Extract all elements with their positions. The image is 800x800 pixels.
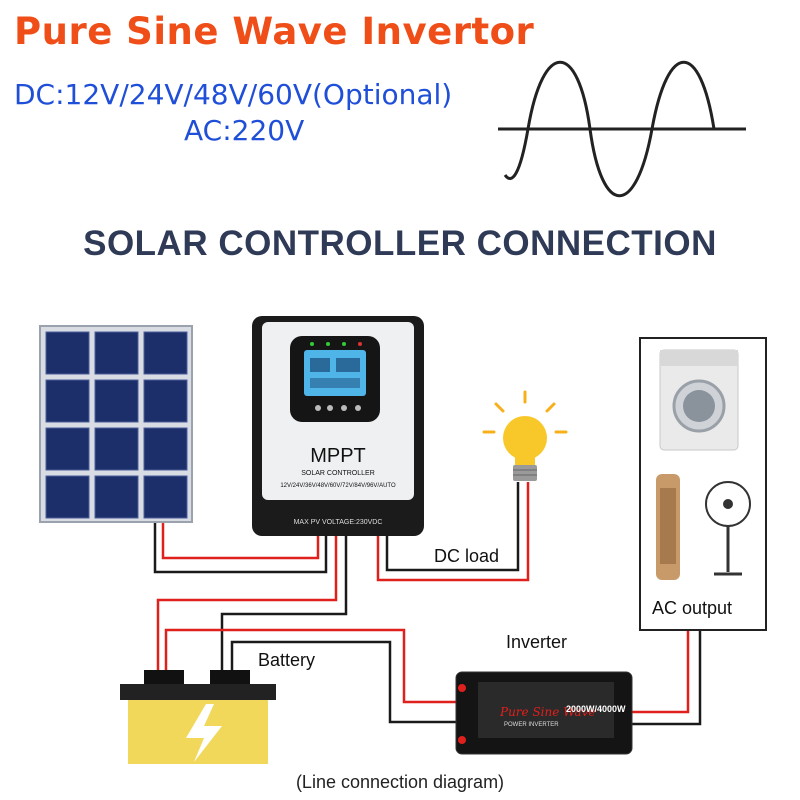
wiring	[153, 482, 702, 726]
controller-subtitle: SOLAR CONTROLLER	[301, 470, 375, 477]
controller-max-pv: MAX PV VOLTAGE:230VDC	[294, 519, 383, 526]
tower-fan-icon	[656, 474, 680, 580]
inverter-script-text: Pure Sine Wave	[499, 705, 595, 719]
dc-voltage-spec: DC:12V/24V/48V/60V(Optional)	[14, 78, 453, 111]
inverter-label: Inverter	[506, 632, 568, 652]
controller-voltages: 12V/24V/36V/48V/60V/72V/84V/96V/AUTO	[280, 483, 396, 489]
dc-load-label: DC load	[434, 546, 500, 566]
mppt-controller: MPPT SOLAR CONTROLLER 12V/24V/36V/48V/60…	[252, 316, 424, 536]
page-title: Pure Sine Wave Invertor	[14, 10, 535, 53]
diagram-caption: (Line connection diagram)	[295, 772, 505, 792]
ac-output-label: AC output	[652, 598, 733, 618]
ac-output-box	[639, 337, 767, 631]
inverter-sub-text: POWER INVERTER	[504, 722, 559, 728]
washing-machine-icon	[659, 349, 739, 451]
ac-voltage-spec: AC:220V	[184, 114, 305, 147]
inverter-icon: Pure Sine Wave POWER INVERTER 2000W/4000…	[455, 671, 633, 755]
light-bulb-icon	[482, 390, 568, 481]
controller-brand: MPPT	[310, 445, 366, 467]
inverter-power: 2000W/4000W	[566, 704, 626, 714]
battery-label: Battery	[258, 650, 316, 670]
solar-panel-icon	[39, 325, 193, 523]
stand-fan-icon	[705, 481, 751, 576]
battery-icon	[120, 670, 276, 764]
diagram-heading: SOLAR CONTROLLER CONNECTION	[83, 224, 717, 263]
